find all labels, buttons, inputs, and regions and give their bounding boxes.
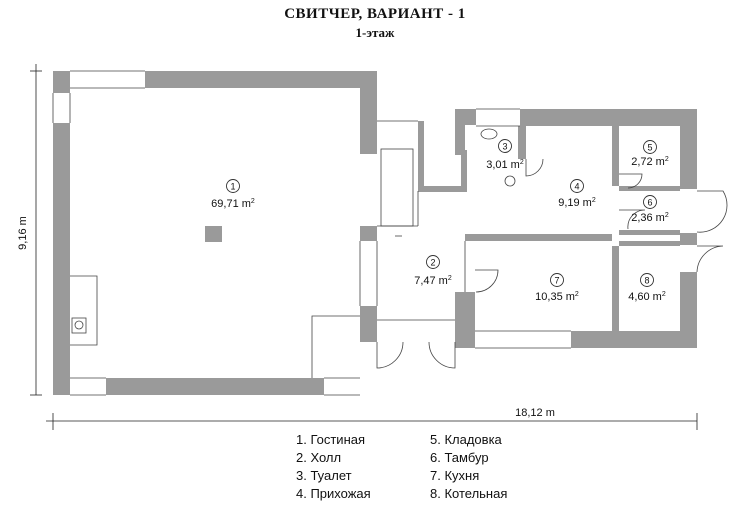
hall-line — [311, 315, 360, 378]
room-num-3: 3 — [502, 142, 507, 152]
room-markers — [226, 139, 657, 287]
drain — [74, 320, 84, 330]
legend-item: 3. Туалет — [296, 468, 352, 483]
room-num-1: 1 — [230, 182, 235, 192]
wall — [520, 109, 697, 126]
wall — [571, 331, 697, 348]
legend-item: 2. Холл — [296, 450, 342, 465]
wall — [360, 88, 377, 154]
room-areas: 69,71 m2 7,47 m2 3,01 m2 9,19 m2 2,72 m2… — [211, 156, 669, 303]
room-area-1: 69,71 m2 — [211, 198, 255, 210]
wall — [53, 123, 70, 395]
legend-left: 1. Гостиная 2. Холл 3. Туалет 4. Прихожа… — [296, 431, 371, 503]
wall — [205, 226, 222, 242]
walls — [53, 71, 697, 395]
wall — [619, 230, 680, 235]
width-label: 18,12 m — [515, 407, 555, 419]
wall — [680, 126, 697, 189]
wall — [418, 186, 467, 192]
wall — [465, 234, 612, 241]
door-swing — [696, 190, 728, 233]
room-number-6 — [643, 195, 657, 209]
door-swing — [525, 158, 544, 177]
room-num-8: 8 — [644, 276, 649, 286]
legend-item: 7. Кухня — [430, 468, 480, 483]
dimension-lines — [30, 64, 698, 430]
legend-right: 5. Кладовка 6. Тамбур 7. Кухня 8. Котель… — [430, 431, 507, 503]
door-swing — [475, 269, 499, 293]
room-number-7 — [550, 273, 564, 287]
counter — [70, 275, 98, 346]
room-number-4 — [570, 179, 584, 193]
room-numbers: 1 2 3 4 5 6 7 8 — [230, 142, 652, 286]
room-area-5: 2,72 m2 — [631, 156, 669, 168]
legend-item: 8. Котельная — [430, 486, 508, 501]
height-label: 9,16 m — [17, 216, 29, 250]
wall — [360, 226, 377, 241]
room-area-7: 10,35 m2 — [535, 291, 579, 303]
room-num-2: 2 — [430, 258, 435, 268]
plan-lines — [52, 70, 728, 396]
legend-item: 1. Гостиная — [296, 432, 366, 447]
room-area-6: 2,36 m2 — [631, 212, 669, 224]
room-area-2: 7,47 m2 — [414, 275, 452, 287]
room-number-8 — [640, 273, 654, 287]
room-number-5 — [643, 140, 657, 154]
room-area-4: 9,19 m2 — [558, 197, 596, 209]
room-num-5: 5 — [647, 143, 652, 153]
door-swing — [428, 341, 456, 369]
wall — [680, 272, 697, 348]
door-swing — [619, 209, 646, 230]
stairs — [380, 148, 414, 227]
legend-item: 4. Прихожая — [296, 486, 371, 501]
wall — [455, 331, 475, 348]
room-num-6: 6 — [647, 198, 652, 208]
room-number-2 — [426, 255, 440, 269]
wall — [418, 121, 424, 191]
wall — [106, 378, 324, 395]
wall — [461, 150, 467, 192]
wall — [145, 71, 377, 88]
room-number-1 — [226, 179, 240, 193]
wall — [680, 233, 697, 245]
room-number-3 — [498, 139, 512, 153]
door-swing — [376, 341, 404, 369]
room-area-3: 3,01 m2 — [486, 159, 524, 171]
plan-title: СВИТЧЕР, ВАРИАНТ - 1 — [284, 6, 466, 22]
legend-item: 5. Кладовка — [430, 432, 502, 447]
wall — [518, 126, 526, 159]
wall — [612, 126, 619, 186]
door-swing — [696, 245, 724, 273]
wall — [53, 71, 70, 93]
room-num-7: 7 — [554, 276, 559, 286]
washbasin — [504, 175, 516, 187]
wall — [455, 109, 476, 125]
sink — [71, 317, 87, 334]
toilet — [480, 128, 498, 140]
wall — [360, 306, 377, 342]
legend-item: 6. Тамбур — [430, 450, 489, 465]
wall — [619, 241, 680, 246]
room-num-4: 4 — [574, 182, 579, 192]
room-area-8: 4,60 m2 — [628, 291, 666, 303]
wall — [612, 246, 619, 331]
door-swing — [619, 173, 643, 189]
wall — [455, 292, 475, 331]
plan-subtitle: 1-этаж — [355, 25, 395, 40]
wall — [619, 186, 680, 191]
wall — [455, 125, 465, 155]
